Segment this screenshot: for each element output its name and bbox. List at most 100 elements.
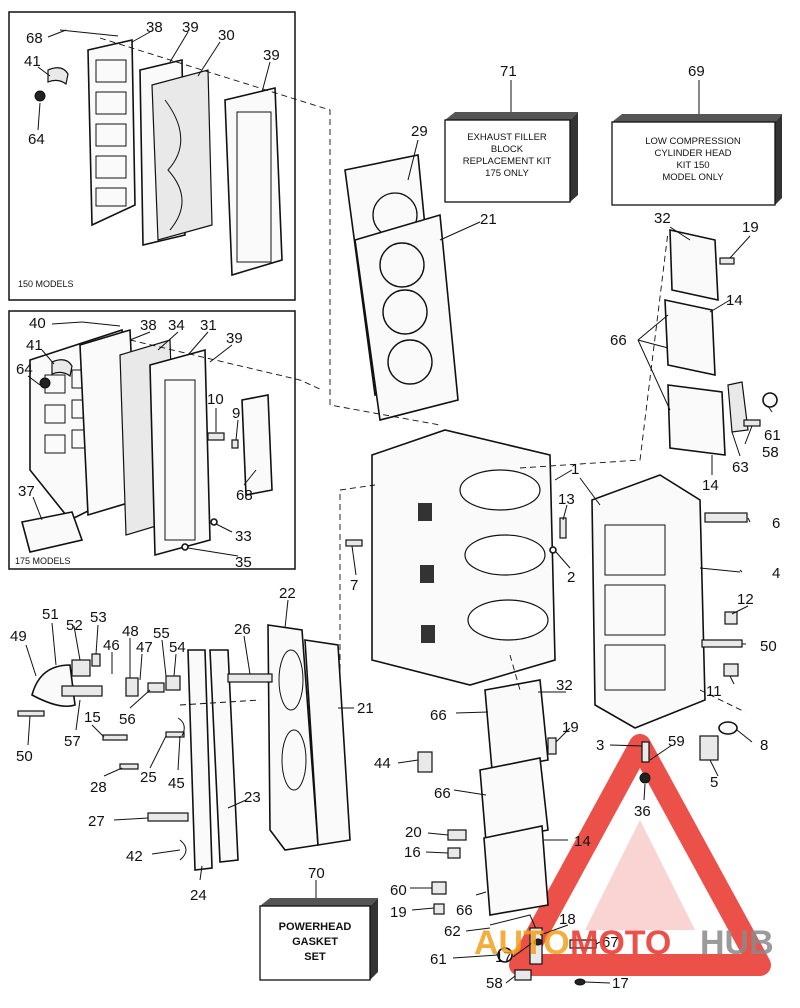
callout-24: 24 [190, 887, 207, 904]
callout-13: 13 [558, 491, 575, 508]
callout-71: 71 [500, 63, 517, 80]
callout-33: 33 [235, 528, 252, 545]
bolt-6 [704, 512, 748, 523]
callout-68b: 68 [236, 487, 253, 504]
part-9 [231, 439, 239, 449]
callout-32a: 32 [654, 210, 671, 227]
callout-14a: 14 [726, 292, 743, 309]
callout-21a: 21 [480, 211, 497, 228]
screw-58b [514, 969, 532, 981]
callout-28: 28 [90, 779, 107, 796]
inset-150-label: 150 MODELS [18, 279, 74, 289]
pin-13 [559, 517, 567, 539]
callout-45: 45 [168, 775, 185, 792]
inset-175-box [8, 310, 296, 570]
callout-48: 48 [122, 623, 139, 640]
exhaust-cover-150 [87, 39, 136, 227]
callout-41b: 41 [26, 337, 43, 354]
inset-175-label: 175 MODELS [15, 556, 71, 566]
tube-28 [119, 763, 139, 770]
plug-11 [723, 663, 739, 677]
screw-19a [719, 257, 735, 265]
callout-35: 35 [235, 554, 252, 571]
callout-61a: 61 [764, 427, 781, 444]
screw-68 [59, 29, 119, 37]
callout-19b: 19 [562, 719, 579, 736]
screw-50b [17, 710, 45, 717]
watermark-text: AUTO MOTO HUB [474, 924, 774, 962]
kit-71-line3: REPLACEMENT KIT [463, 156, 552, 167]
hose-18 [529, 927, 543, 965]
callout-11: 11 [706, 683, 722, 700]
kit-69-line3: KIT 150 [676, 160, 709, 171]
callout-3: 3 [596, 737, 604, 754]
callout-21b: 21 [357, 700, 374, 717]
plug-56 [147, 682, 165, 693]
callout-50a: 50 [760, 638, 777, 655]
pin-15 [102, 734, 128, 741]
callout-51: 51 [42, 606, 59, 623]
callout-70: 70 [308, 865, 325, 882]
callout-2: 2 [567, 569, 575, 586]
kit-69-line4: MODEL ONLY [662, 172, 724, 183]
washer-35 [181, 543, 189, 551]
callout-numbers: 68 38 39 30 39 41 64 40 38 34 31 39 41 6… [10, 19, 781, 992]
callout-69: 69 [688, 63, 705, 80]
callout-41a: 41 [24, 53, 41, 70]
bolt-50a [701, 639, 743, 648]
callout-44: 44 [374, 755, 391, 772]
reed-valve-stack-upper [664, 228, 778, 456]
callout-52: 52 [66, 617, 83, 634]
clip-20 [447, 829, 467, 841]
callout-16: 16 [404, 844, 421, 861]
gasket-24 [187, 649, 213, 871]
assembly-lines [99, 37, 746, 713]
callout-39a: 39 [182, 19, 199, 36]
clip-60 [431, 881, 447, 895]
screw-16 [447, 847, 461, 859]
clamp-17a [533, 938, 543, 946]
callout-31: 31 [200, 317, 217, 334]
callout-39b: 39 [263, 47, 280, 64]
callout-15: 15 [84, 709, 101, 726]
spring-57 [61, 685, 103, 697]
fitting-12 [724, 611, 738, 625]
callout-5: 5 [710, 774, 718, 791]
pin-7 [345, 539, 363, 547]
callout-17a: 17 [495, 949, 512, 966]
callout-23: 23 [244, 789, 261, 806]
bracket-62 [489, 914, 537, 930]
kit-71-line4: 175 ONLY [485, 168, 529, 179]
callout-58b: 58 [486, 975, 503, 992]
callout-56: 56 [119, 711, 136, 728]
callout-57: 57 [64, 733, 81, 750]
callout-19c: 19 [390, 904, 407, 921]
callout-37: 37 [18, 483, 35, 500]
reed-valve-stack-lower [417, 679, 557, 916]
anode-5 [699, 735, 719, 761]
callout-26: 26 [234, 621, 251, 638]
callout-61b: 61 [430, 951, 447, 968]
kit-71-line1: EXHAUST FILLER [467, 132, 547, 143]
clip-42 [179, 839, 187, 861]
watermark-hub: HUB [700, 924, 774, 962]
callout-66c: 66 [434, 785, 451, 802]
callout-49: 49 [10, 628, 27, 645]
callout-18: 18 [559, 911, 576, 928]
seal-53 [91, 653, 101, 667]
callout-1: 1 [571, 461, 579, 478]
callout-20: 20 [405, 824, 422, 841]
crankcase-cover [591, 474, 706, 729]
valve-52 [71, 659, 91, 677]
sensor-27 [147, 812, 189, 822]
part-55 [165, 675, 181, 691]
callout-34: 34 [168, 317, 185, 334]
callout-53: 53 [90, 609, 107, 626]
screw-40 [81, 321, 121, 327]
plug-2 [549, 546, 557, 554]
screw-19b [547, 737, 557, 755]
callout-66a: 66 [610, 332, 627, 349]
clip-45 [177, 717, 185, 737]
inset-150-box [8, 11, 296, 301]
callout-38b: 38 [140, 317, 157, 334]
